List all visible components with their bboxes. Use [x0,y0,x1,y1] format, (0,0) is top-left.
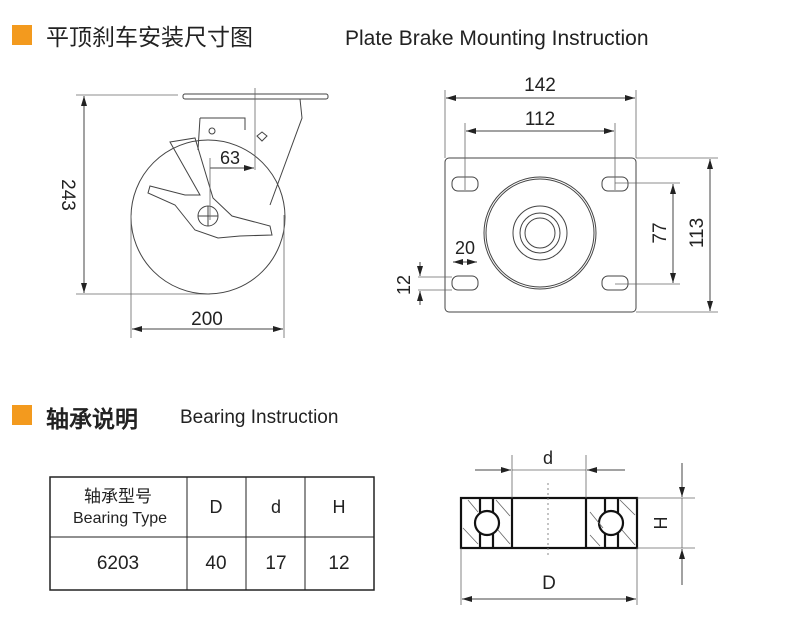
caster-offset-label: 63 [220,148,240,168]
section1-title-en: Plate Brake Mounting Instruction [345,27,649,50]
caster-height-label: 243 [57,179,78,211]
bearing-D-label: D [542,573,556,594]
slot-width-label: 12 [394,275,414,295]
bearing-section-diagram: d H D [459,448,695,605]
table-cell-H: 12 [328,553,349,574]
table-header-D: D [210,497,223,517]
plate-height-label: 113 [687,218,708,248]
caster-side-view: 243 63 200 [57,88,329,338]
caster-width-label: 200 [191,309,223,330]
bearing-table: 轴承型号 Bearing Type D d H 6203 40 17 12 [49,476,375,591]
section1-title-cn: 平顶刹车安装尺寸图 [46,25,253,51]
table-header-type-cn: 轴承型号 [84,487,152,507]
section2-title-cn: 轴承说明 [46,406,138,433]
plate-top-view: 142 112 77 113 20 12 [394,75,718,313]
hole-spacing-y-label: 77 [650,222,671,243]
slot-length-label: 20 [455,238,475,258]
bearing-d-label: d [543,448,553,468]
table-cell-d: 17 [265,553,286,574]
hole-spacing-x-label: 112 [525,109,555,130]
table-header-d: d [271,497,281,517]
bearing-H-label: H [651,517,671,530]
table-header-H: H [333,497,346,517]
table-cell-type: 6203 [97,553,139,574]
section-marker-icon [12,25,32,45]
section2-title-en: Bearing Instruction [180,407,338,428]
section-marker-icon [12,405,32,425]
table-cell-D: 40 [205,553,226,574]
table-header-type-en: Bearing Type [73,510,167,527]
plate-width-label: 142 [524,75,556,96]
